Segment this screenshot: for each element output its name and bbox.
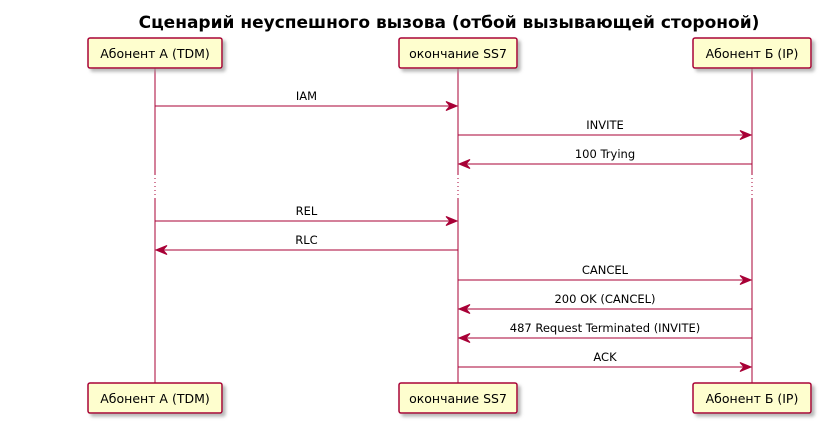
message-label: INVITE xyxy=(586,118,624,132)
message-arrow-head xyxy=(739,130,753,140)
message-label: REL xyxy=(296,204,318,218)
message-5: RLC xyxy=(154,233,458,255)
participant-label: Абонент А (TDM) xyxy=(100,46,210,61)
participant-label: окончание SS7 xyxy=(409,391,507,406)
participant-box-a-bottom: Абонент А (TDM) xyxy=(87,382,223,414)
participant-box-b-top: Абонент Б (IP) xyxy=(692,37,812,69)
message-arrow-head xyxy=(457,333,471,343)
message-arrow-head xyxy=(154,245,168,255)
message-8: 487 Request Terminated (INVITE) xyxy=(457,321,752,343)
message-9: ACK xyxy=(458,350,753,372)
participant-label: Абонент Б (IP) xyxy=(706,46,799,61)
message-label: IAM xyxy=(296,89,317,103)
participant-label: окончание SS7 xyxy=(409,46,507,61)
message-2: 100 Trying xyxy=(457,147,752,169)
message-6: CANCEL xyxy=(458,263,753,285)
message-label: 100 Trying xyxy=(575,147,635,161)
message-label: 200 OK (CANCEL) xyxy=(554,292,655,306)
message-arrow-head xyxy=(739,275,753,285)
participant-box-a-top: Абонент А (TDM) xyxy=(87,37,223,69)
message-arrow-head xyxy=(445,101,459,111)
message-4: REL xyxy=(155,204,459,226)
message-arrow-head xyxy=(445,216,459,226)
diagram-title: Сценарий неуспешного вызова (отбой вызыв… xyxy=(139,13,760,33)
participant-label: Абонент А (TDM) xyxy=(100,391,210,406)
participant-box-b-bottom: Абонент Б (IP) xyxy=(692,382,812,414)
message-1: INVITE xyxy=(458,118,753,140)
message-7: 200 OK (CANCEL) xyxy=(457,292,752,314)
participant-boxes: Абонент А (TDM) Абонент А (TDM) окончание … xyxy=(87,37,812,414)
message-arrow-head xyxy=(457,304,471,314)
participant-label: Абонент Б (IP) xyxy=(706,391,799,406)
message-label: CANCEL xyxy=(582,263,629,277)
message-label: ACK xyxy=(593,350,617,364)
participant-box-ss7-bottom: окончание SS7 xyxy=(398,382,518,414)
message-0: IAM xyxy=(155,89,459,111)
message-arrow-head xyxy=(457,159,471,169)
message-label: 487 Request Terminated (INVITE) xyxy=(510,321,700,335)
lifelines xyxy=(154,68,753,383)
message-arrow-head xyxy=(739,362,753,372)
participant-box-ss7-top: окончание SS7 xyxy=(398,37,518,69)
message-label: RLC xyxy=(295,233,317,247)
